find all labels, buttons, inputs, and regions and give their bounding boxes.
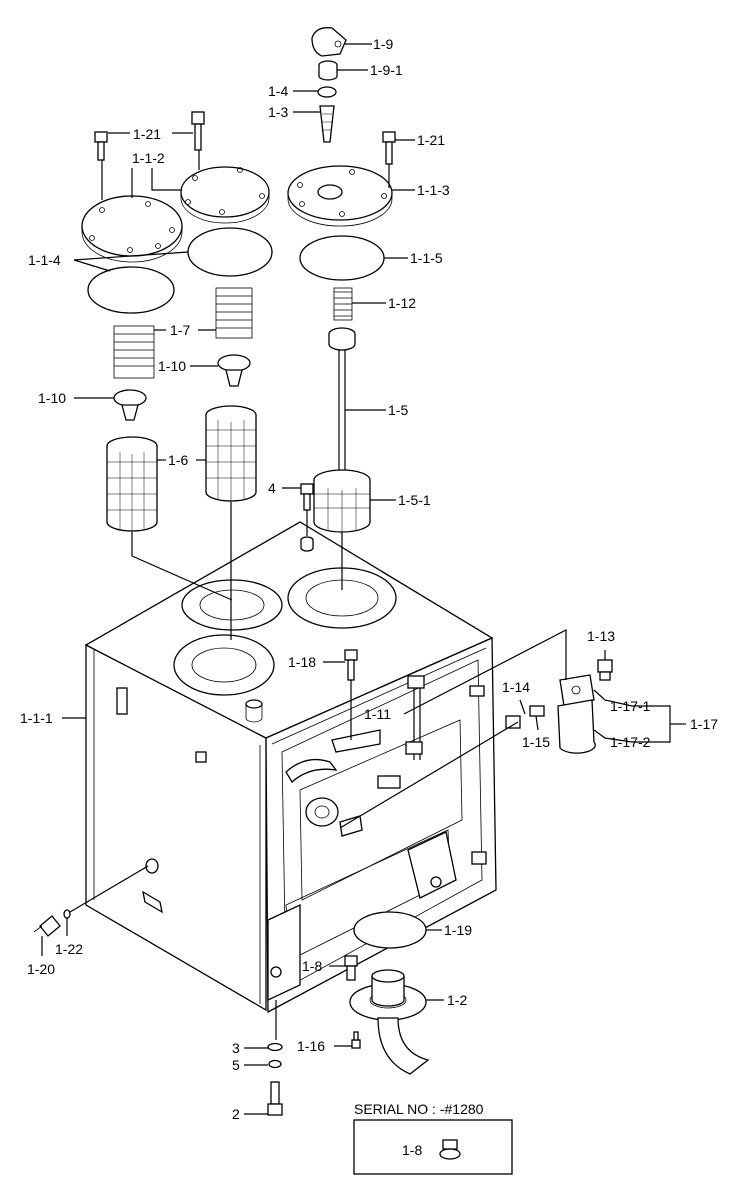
bolt-1-16 xyxy=(351,1031,361,1049)
callout-1-8-b: 1-8 xyxy=(402,1142,422,1158)
callout-1-1-2: 1-1-2 xyxy=(132,150,165,166)
cover-plate-1-1-3 xyxy=(287,165,393,227)
serial-number-box: SERIAL NO : -#1280 xyxy=(353,1101,513,1175)
filler-cap-1-9 xyxy=(311,27,347,57)
callout-1-1-1: 1-1-1 xyxy=(20,710,53,726)
washer-3 xyxy=(267,1042,283,1052)
callout-1-6: 1-6 xyxy=(168,452,188,468)
strainer-1-3 xyxy=(319,105,335,143)
suction-pipe-1-2 xyxy=(349,969,430,1075)
callout-1-1-3: 1-1-3 xyxy=(417,182,450,198)
callout-1-17-2: 1-17-2 xyxy=(610,734,651,750)
callout-1-2: 1-2 xyxy=(447,992,467,1008)
callout-1-21-a: 1-21 xyxy=(133,126,161,142)
callout-1-11: 1-11 xyxy=(364,706,391,722)
adapter-1-9-1 xyxy=(318,60,338,81)
o-ring-1-22 xyxy=(63,909,71,919)
callout-2: 2 xyxy=(232,1106,240,1122)
filter-element-1-6-left xyxy=(106,436,158,532)
callout-1-3: 1-3 xyxy=(268,104,288,120)
callout-1-21-b: 1-21 xyxy=(417,132,445,148)
washer-5 xyxy=(268,1059,282,1069)
valve-1-10-right xyxy=(217,354,251,387)
callout-1-8-a: 1-8 xyxy=(302,958,322,974)
tank-top-openings xyxy=(173,567,397,696)
callout-1-10-a: 1-10 xyxy=(158,358,186,374)
spring-1-7-left xyxy=(113,325,155,379)
callout-1-14: 1-14 xyxy=(502,679,530,695)
gasket-1-19 xyxy=(353,911,427,949)
spring-1-12 xyxy=(333,287,353,321)
callout-1-10-b: 1-10 xyxy=(38,390,66,406)
fittings-1-14-1-15 xyxy=(505,705,545,729)
callout-1-12: 1-12 xyxy=(388,295,416,311)
callout-1-9: 1-9 xyxy=(373,36,393,52)
gasket-1-1-4-lower xyxy=(87,266,175,314)
gasket-1-1-5 xyxy=(299,235,385,281)
bolt-1-21-right xyxy=(382,131,396,165)
spring-1-7-right xyxy=(215,287,253,339)
callout-1-5: 1-5 xyxy=(388,402,408,418)
callout-1-1-4: 1-1-4 xyxy=(28,252,61,268)
callout-1-20: 1-20 xyxy=(27,961,55,977)
callout-1-4: 1-4 xyxy=(268,83,288,99)
callout-1-18: 1-18 xyxy=(288,654,316,670)
serial-number-label: SERIAL NO : -#1280 xyxy=(354,1101,484,1117)
leader-lines xyxy=(41,43,686,1151)
line-filter-1-17 xyxy=(557,674,596,754)
callout-5: 5 xyxy=(232,1057,240,1073)
callout-1-5-1: 1-5-1 xyxy=(398,492,431,508)
fitting-1-13 xyxy=(597,659,613,681)
callout-1-17-1: 1-17-1 xyxy=(610,698,651,714)
callout-labels: 1-9 1-9-1 1-4 1-3 1-21 1-21 1-1-2 1-1-3 … xyxy=(20,36,718,1158)
gasket-1-1-4-upper xyxy=(187,227,273,277)
callout-3: 3 xyxy=(232,1040,240,1056)
callout-1-15: 1-15 xyxy=(522,734,550,750)
callout-1-13: 1-13 xyxy=(587,628,615,644)
callout-1-7: 1-7 xyxy=(170,322,190,338)
callout-1-19: 1-19 xyxy=(444,922,472,938)
callout-1-22: 1-22 xyxy=(55,941,83,957)
nut-1-8-serial xyxy=(439,1139,461,1160)
washer-1-4 xyxy=(317,86,337,98)
callout-1-17: 1-17 xyxy=(690,716,718,732)
callout-1-16: 1-16 xyxy=(297,1038,325,1054)
bolt-2 xyxy=(267,1081,283,1116)
cover-plate-1-1-2-mid xyxy=(180,166,270,224)
filter-element-1-6-right xyxy=(205,405,257,502)
bolt-1-8-upper xyxy=(344,955,358,981)
callout-4: 4 xyxy=(268,480,276,496)
suction-strainer-1-5 xyxy=(313,327,371,533)
bolt-1-21-left xyxy=(94,131,108,161)
bolt-1-21-mid xyxy=(191,111,205,151)
cover-plate-1-1-2-left xyxy=(81,195,183,263)
valve-1-10-left xyxy=(113,389,147,421)
callout-1-1-5: 1-1-5 xyxy=(410,250,443,266)
callout-1-9-1: 1-9-1 xyxy=(370,62,403,78)
drain-plug-1-20 xyxy=(33,915,61,937)
